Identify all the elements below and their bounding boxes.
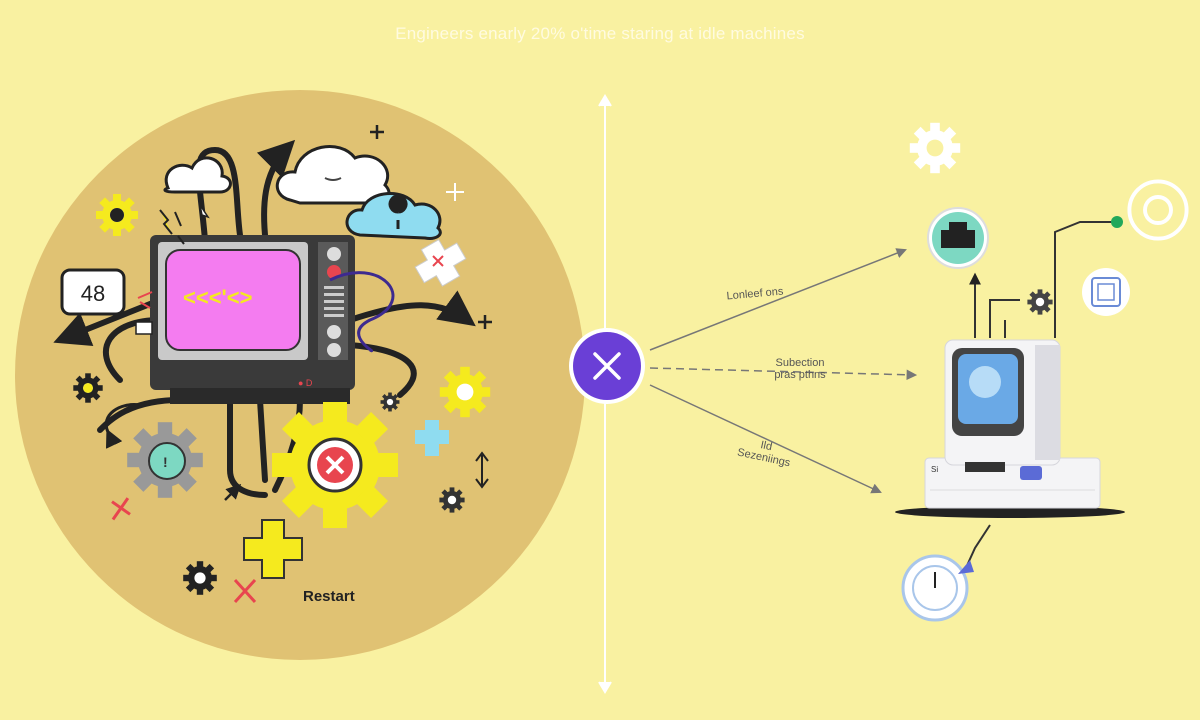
plus-icon <box>370 125 492 329</box>
gear-icon <box>439 487 465 513</box>
center-close-button[interactable] <box>569 328 645 404</box>
status-indicator <box>148 442 186 480</box>
counter-badge <box>60 268 126 316</box>
workstation: Si <box>895 339 1125 518</box>
printer-icon <box>927 207 989 269</box>
monitor-knob <box>327 247 341 261</box>
spark-icon <box>159 209 185 245</box>
status-dot <box>1111 216 1123 228</box>
window-icon <box>1082 268 1130 316</box>
gear-icon <box>96 194 138 236</box>
plus-icon <box>111 497 131 521</box>
svg-text:Si: Si <box>931 465 938 474</box>
circuit-lines <box>969 221 1112 338</box>
puzzle-icon <box>415 420 449 456</box>
updown-arrow-icon <box>475 451 489 489</box>
retro-monitor: <<<'<> ● D <box>150 235 355 404</box>
screen-glyphs: <<<'<> <box>183 285 252 310</box>
gear-icon <box>439 366 491 418</box>
puzzle-icon <box>243 519 303 579</box>
restart-button[interactable]: Restart <box>303 588 355 605</box>
gear-icon <box>1027 289 1053 315</box>
clock-icon <box>901 554 969 622</box>
close-icon <box>593 352 621 380</box>
cable-network <box>53 139 476 498</box>
monitor-screen <box>165 249 301 351</box>
gear-icon <box>183 561 217 595</box>
gear-icon <box>909 122 961 174</box>
svg-text:● D: ● D <box>298 378 313 388</box>
counter-value: 48 <box>81 281 105 306</box>
gear-icon <box>380 392 400 412</box>
gear-icon <box>73 373 103 403</box>
svg-text:!: ! <box>163 454 168 470</box>
location-pin-icon <box>345 192 442 240</box>
gear-icon <box>1127 179 1189 241</box>
plus-icon <box>446 183 464 201</box>
page-title: Engineers enarly 20% o'time staring at i… <box>395 24 805 43</box>
flow-arrows <box>649 248 918 494</box>
purple-cable <box>329 271 395 353</box>
arrow-label-middle: Subection pras pthns <box>774 357 826 381</box>
cloud-icon <box>163 156 232 194</box>
close-icon <box>233 578 257 604</box>
